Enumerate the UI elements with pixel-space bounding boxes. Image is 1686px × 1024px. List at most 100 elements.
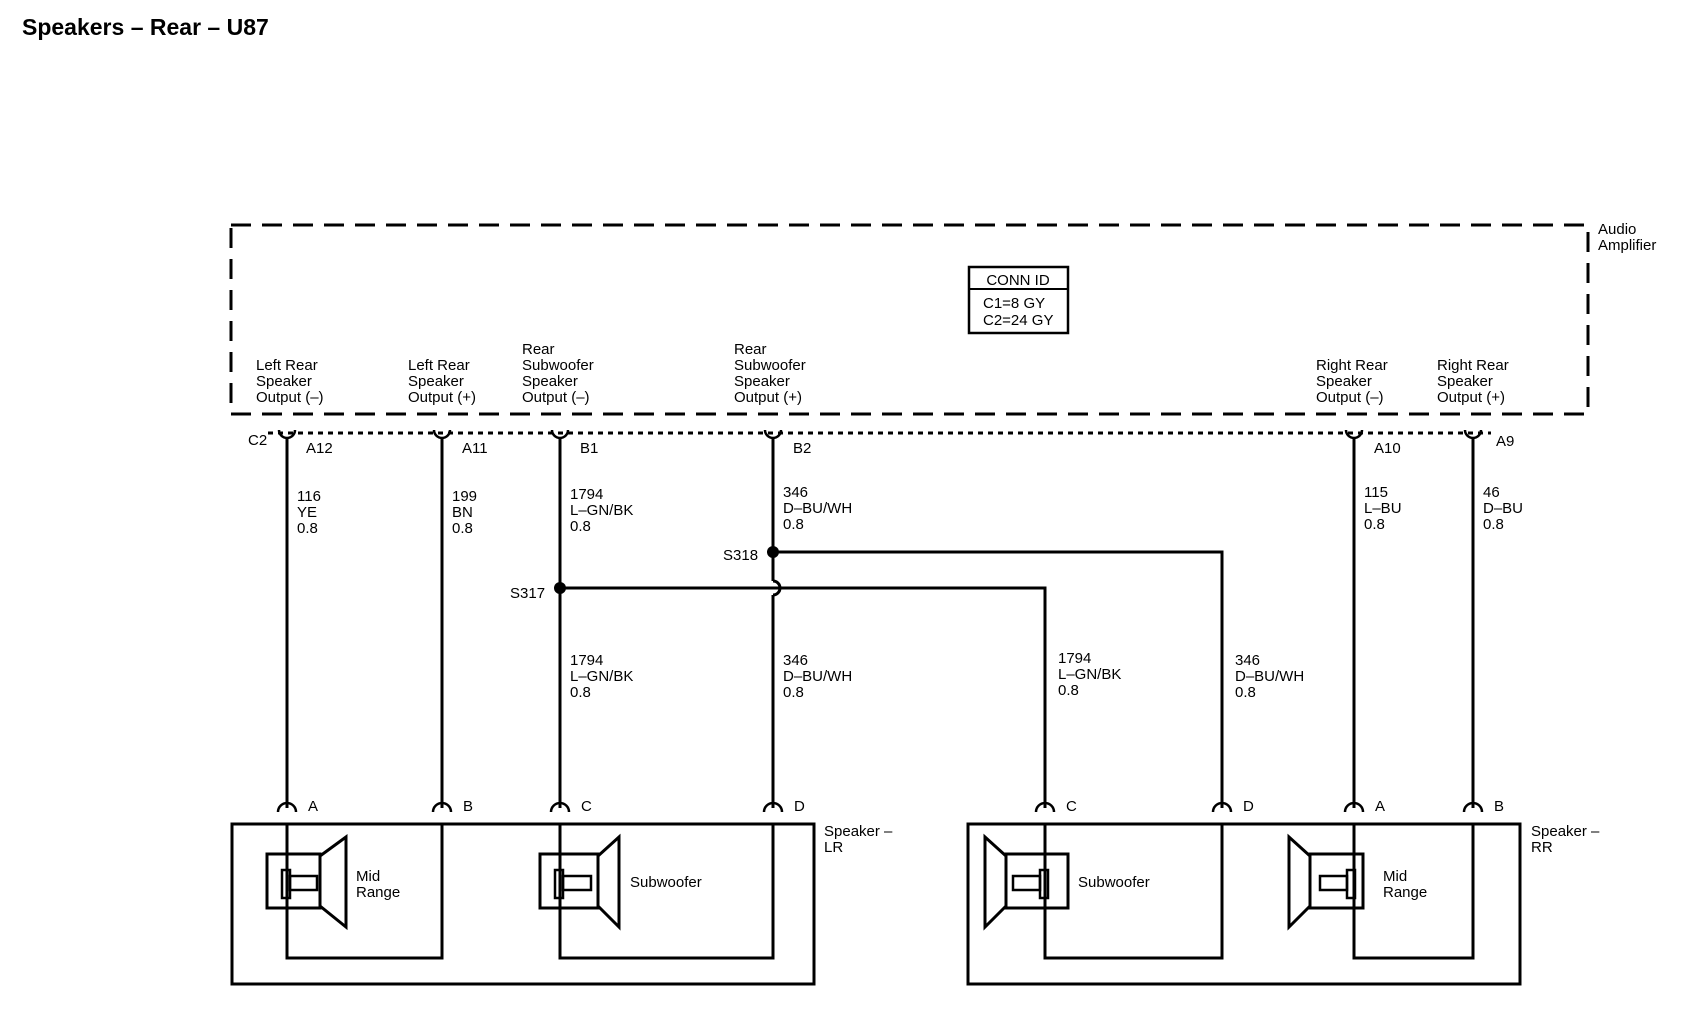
wire-346-lower-gauge: 0.8 [783, 684, 804, 701]
speaker-rr-sub-label: Subwoofer [1078, 874, 1150, 891]
splice-s318-dot [767, 546, 779, 558]
output-sub-pos-3: Speaker [734, 373, 790, 390]
speaker-rr-subwoofer-icon [983, 833, 1070, 931]
wire-346-circuit: 346 [783, 484, 808, 501]
connector-c2-label: C2 [248, 432, 267, 449]
output-lr-neg-1: Left Rear [256, 357, 318, 374]
amp-pin-a11: A11 [462, 440, 488, 457]
splice-s317-dot [554, 582, 566, 594]
speaker-lr-pin-b: B [463, 798, 473, 815]
wire-115-gauge: 0.8 [1364, 516, 1385, 533]
speaker-lr-name-2: LR [824, 839, 843, 856]
wire-116-circuit: 116 [297, 488, 321, 505]
wire-346-branch-gauge: 0.8 [1235, 684, 1256, 701]
wire-199-color: BN [452, 504, 473, 521]
output-lr-pos-2: Speaker [408, 373, 464, 390]
wire-346-gauge: 0.8 [783, 516, 804, 533]
speaker-rr-midrange-icon [1287, 833, 1365, 931]
amp-terminal-a11 [432, 429, 452, 440]
output-rr-neg-3: Output (–) [1316, 389, 1384, 406]
amp-terminal-a12 [277, 429, 297, 440]
speaker-rr-mid-label-2: Range [1383, 884, 1427, 901]
wire-346-lower-color: D–BU/WH [783, 668, 852, 685]
page-title: Speakers – Rear – U87 [22, 14, 269, 40]
wire-346-color: D–BU/WH [783, 500, 852, 517]
amp-pin-b2: B2 [793, 440, 811, 457]
speaker-rr-pin-c: C [1066, 798, 1077, 815]
amp-pin-a9: A9 [1496, 433, 1514, 450]
amp-pin-a12: A12 [306, 440, 333, 457]
output-lr-neg-3: Output (–) [256, 389, 324, 406]
output-sub-neg-1: Rear [522, 341, 555, 358]
speaker-lr-subwoofer-icon [538, 833, 621, 931]
wire-116-color: YE [297, 504, 317, 521]
wire-46-color: D–BU [1483, 500, 1523, 517]
wire-1794-lower-color: L–GN/BK [570, 668, 633, 685]
wire-1794-circuit: 1794 [570, 486, 603, 503]
speaker-lr-terminal-a [276, 801, 298, 813]
output-sub-pos-4: Output (+) [734, 389, 802, 406]
output-sub-pos-2: Subwoofer [734, 357, 806, 374]
speaker-rr-terminal-a [1343, 801, 1365, 813]
speaker-rr-terminal-c [1034, 801, 1056, 813]
output-rr-pos-1: Right Rear [1437, 357, 1509, 374]
speaker-lr-mid-label-2: Range [356, 884, 400, 901]
speaker-lr-pin-c: C [581, 798, 592, 815]
wire-1794-gauge: 0.8 [570, 518, 591, 535]
wire-1794-lower-circuit: 1794 [570, 652, 603, 669]
speaker-lr-sub-label: Subwoofer [630, 874, 702, 891]
wire-46-gauge: 0.8 [1483, 516, 1504, 533]
conn-id-box [967, 265, 1070, 335]
conn-id-line-1: C1=8 GY [983, 295, 1045, 312]
amp-pin-b1: B1 [580, 440, 598, 457]
wire-115-color: L–BU [1364, 500, 1402, 517]
wire-1794-branch-circuit: 1794 [1058, 650, 1091, 667]
output-rr-neg-2: Speaker [1316, 373, 1372, 390]
amplifier-name-2: Amplifier [1598, 237, 1656, 254]
speaker-lr-mid-label-1: Mid [356, 868, 380, 885]
speaker-rr-pin-d: D [1243, 798, 1254, 815]
speaker-lr-box [230, 822, 816, 986]
output-sub-neg-3: Speaker [522, 373, 578, 390]
speaker-rr-terminal-b [1462, 801, 1484, 813]
wire-46-circuit: 46 [1483, 484, 1500, 501]
wire-1794-branch-gauge: 0.8 [1058, 682, 1079, 699]
speaker-rr-box [966, 822, 1522, 986]
wire-346-lower-circuit: 346 [783, 652, 808, 669]
wire-1794-branch [560, 586, 1047, 808]
output-sub-neg-2: Subwoofer [522, 357, 594, 374]
wire-1794-lower-gauge: 0.8 [570, 684, 591, 701]
wire-346-branch [773, 550, 1224, 808]
output-rr-pos-3: Output (+) [1437, 389, 1505, 406]
speaker-rr-pin-b: B [1494, 798, 1504, 815]
amp-pin-a10: A10 [1374, 440, 1401, 457]
output-rr-neg-1: Right Rear [1316, 357, 1388, 374]
speaker-lr-terminal-c [549, 801, 571, 813]
output-rr-pos-2: Speaker [1437, 373, 1493, 390]
wire-1794-color: L–GN/BK [570, 502, 633, 519]
amp-terminal-a9 [1463, 429, 1483, 440]
speaker-rr-mid-label-1: Mid [1383, 868, 1407, 885]
splice-s317-label: S317 [510, 585, 545, 602]
speaker-lr-pin-a: A [308, 798, 318, 815]
speaker-lr-terminal-d [762, 801, 784, 813]
output-sub-neg-4: Output (–) [522, 389, 590, 406]
output-lr-pos-3: Output (+) [408, 389, 476, 406]
speaker-lr-midrange-icon [265, 834, 348, 931]
output-sub-pos-1: Rear [734, 341, 767, 358]
wire-115-circuit: 115 [1364, 484, 1388, 501]
wire-199-circuit: 199 [452, 488, 477, 505]
output-lr-pos-1: Left Rear [408, 357, 470, 374]
speaker-rr-name-1: Speaker – [1531, 823, 1600, 840]
speaker-rr-terminal-d [1211, 801, 1233, 813]
speaker-rr-name-2: RR [1531, 839, 1553, 856]
wire-346-branch-circuit: 346 [1235, 652, 1260, 669]
wire-1794-branch-color: L–GN/BK [1058, 666, 1121, 683]
splice-s318-label: S318 [723, 547, 758, 564]
speaker-lr-name-1: Speaker – [824, 823, 893, 840]
amplifier-name-1: Audio [1598, 221, 1636, 238]
wire-116-gauge: 0.8 [297, 520, 318, 537]
speaker-lr-pin-d: D [794, 798, 805, 815]
speaker-lr-terminal-b [431, 801, 453, 813]
